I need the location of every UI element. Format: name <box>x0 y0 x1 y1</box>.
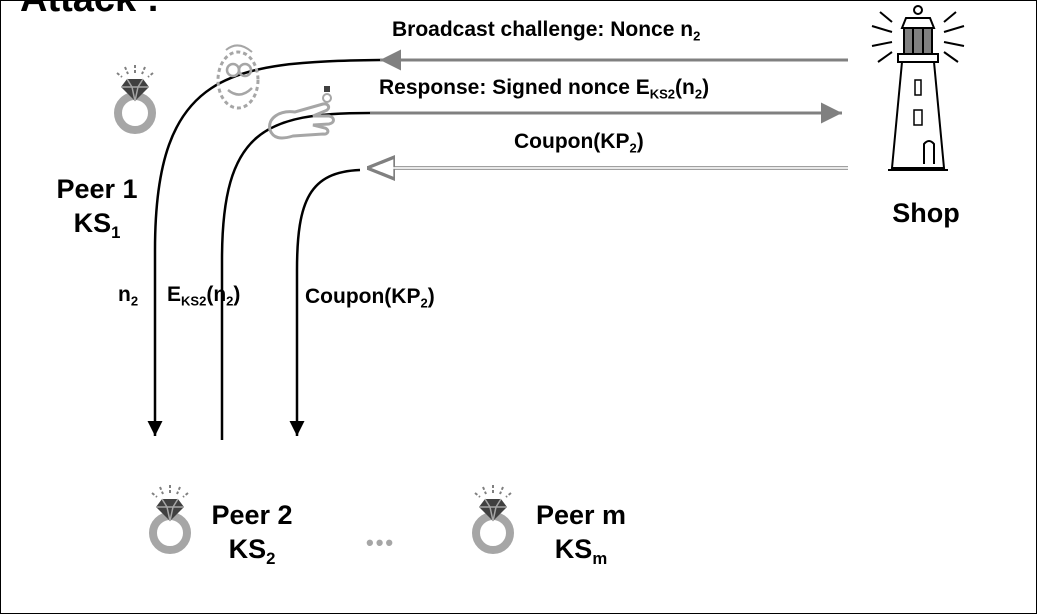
relay-eks2-label: EKS2(n2) <box>167 283 241 309</box>
peer1-key: KS1 <box>73 208 121 242</box>
nonce-relay-curve <box>147 58 381 436</box>
response-label: Response: Signed nonce EKS2(n2) <box>379 76 710 102</box>
ellipsis: ••• <box>366 530 396 555</box>
peer2-key: KS2 <box>228 534 276 568</box>
slide-title: Attack : <box>20 0 159 21</box>
coupon-label: Coupon(KP2) <box>514 130 644 156</box>
peerm-name: Peer m <box>535 500 627 530</box>
lighthouse-icon <box>871 5 965 171</box>
relay-n2-label: n2 <box>118 283 139 309</box>
broadcast-label: Broadcast challenge: Nonce n2 <box>392 18 701 44</box>
response-relay-curve <box>220 111 371 440</box>
peer2-name: Peer 2 <box>211 500 293 530</box>
peerm-label: Peer m KSm <box>526 498 636 568</box>
peer1-name: Peer 1 <box>56 174 138 204</box>
ring-icon <box>152 485 188 550</box>
coupon-relay-curve <box>289 168 361 436</box>
peer1-label: Peer 1 KS1 <box>42 172 152 242</box>
attacker-face-icon <box>216 44 260 110</box>
relay-coupon-label: Coupon(KP2) <box>305 285 435 311</box>
ring-icon <box>117 65 153 130</box>
peer2-label: Peer 2 KS2 <box>202 498 302 568</box>
shop-label: Shop <box>892 198 960 228</box>
hand-with-ring-icon <box>268 86 335 140</box>
ring-icon <box>475 485 511 550</box>
peerm-key: KSm <box>554 534 608 568</box>
